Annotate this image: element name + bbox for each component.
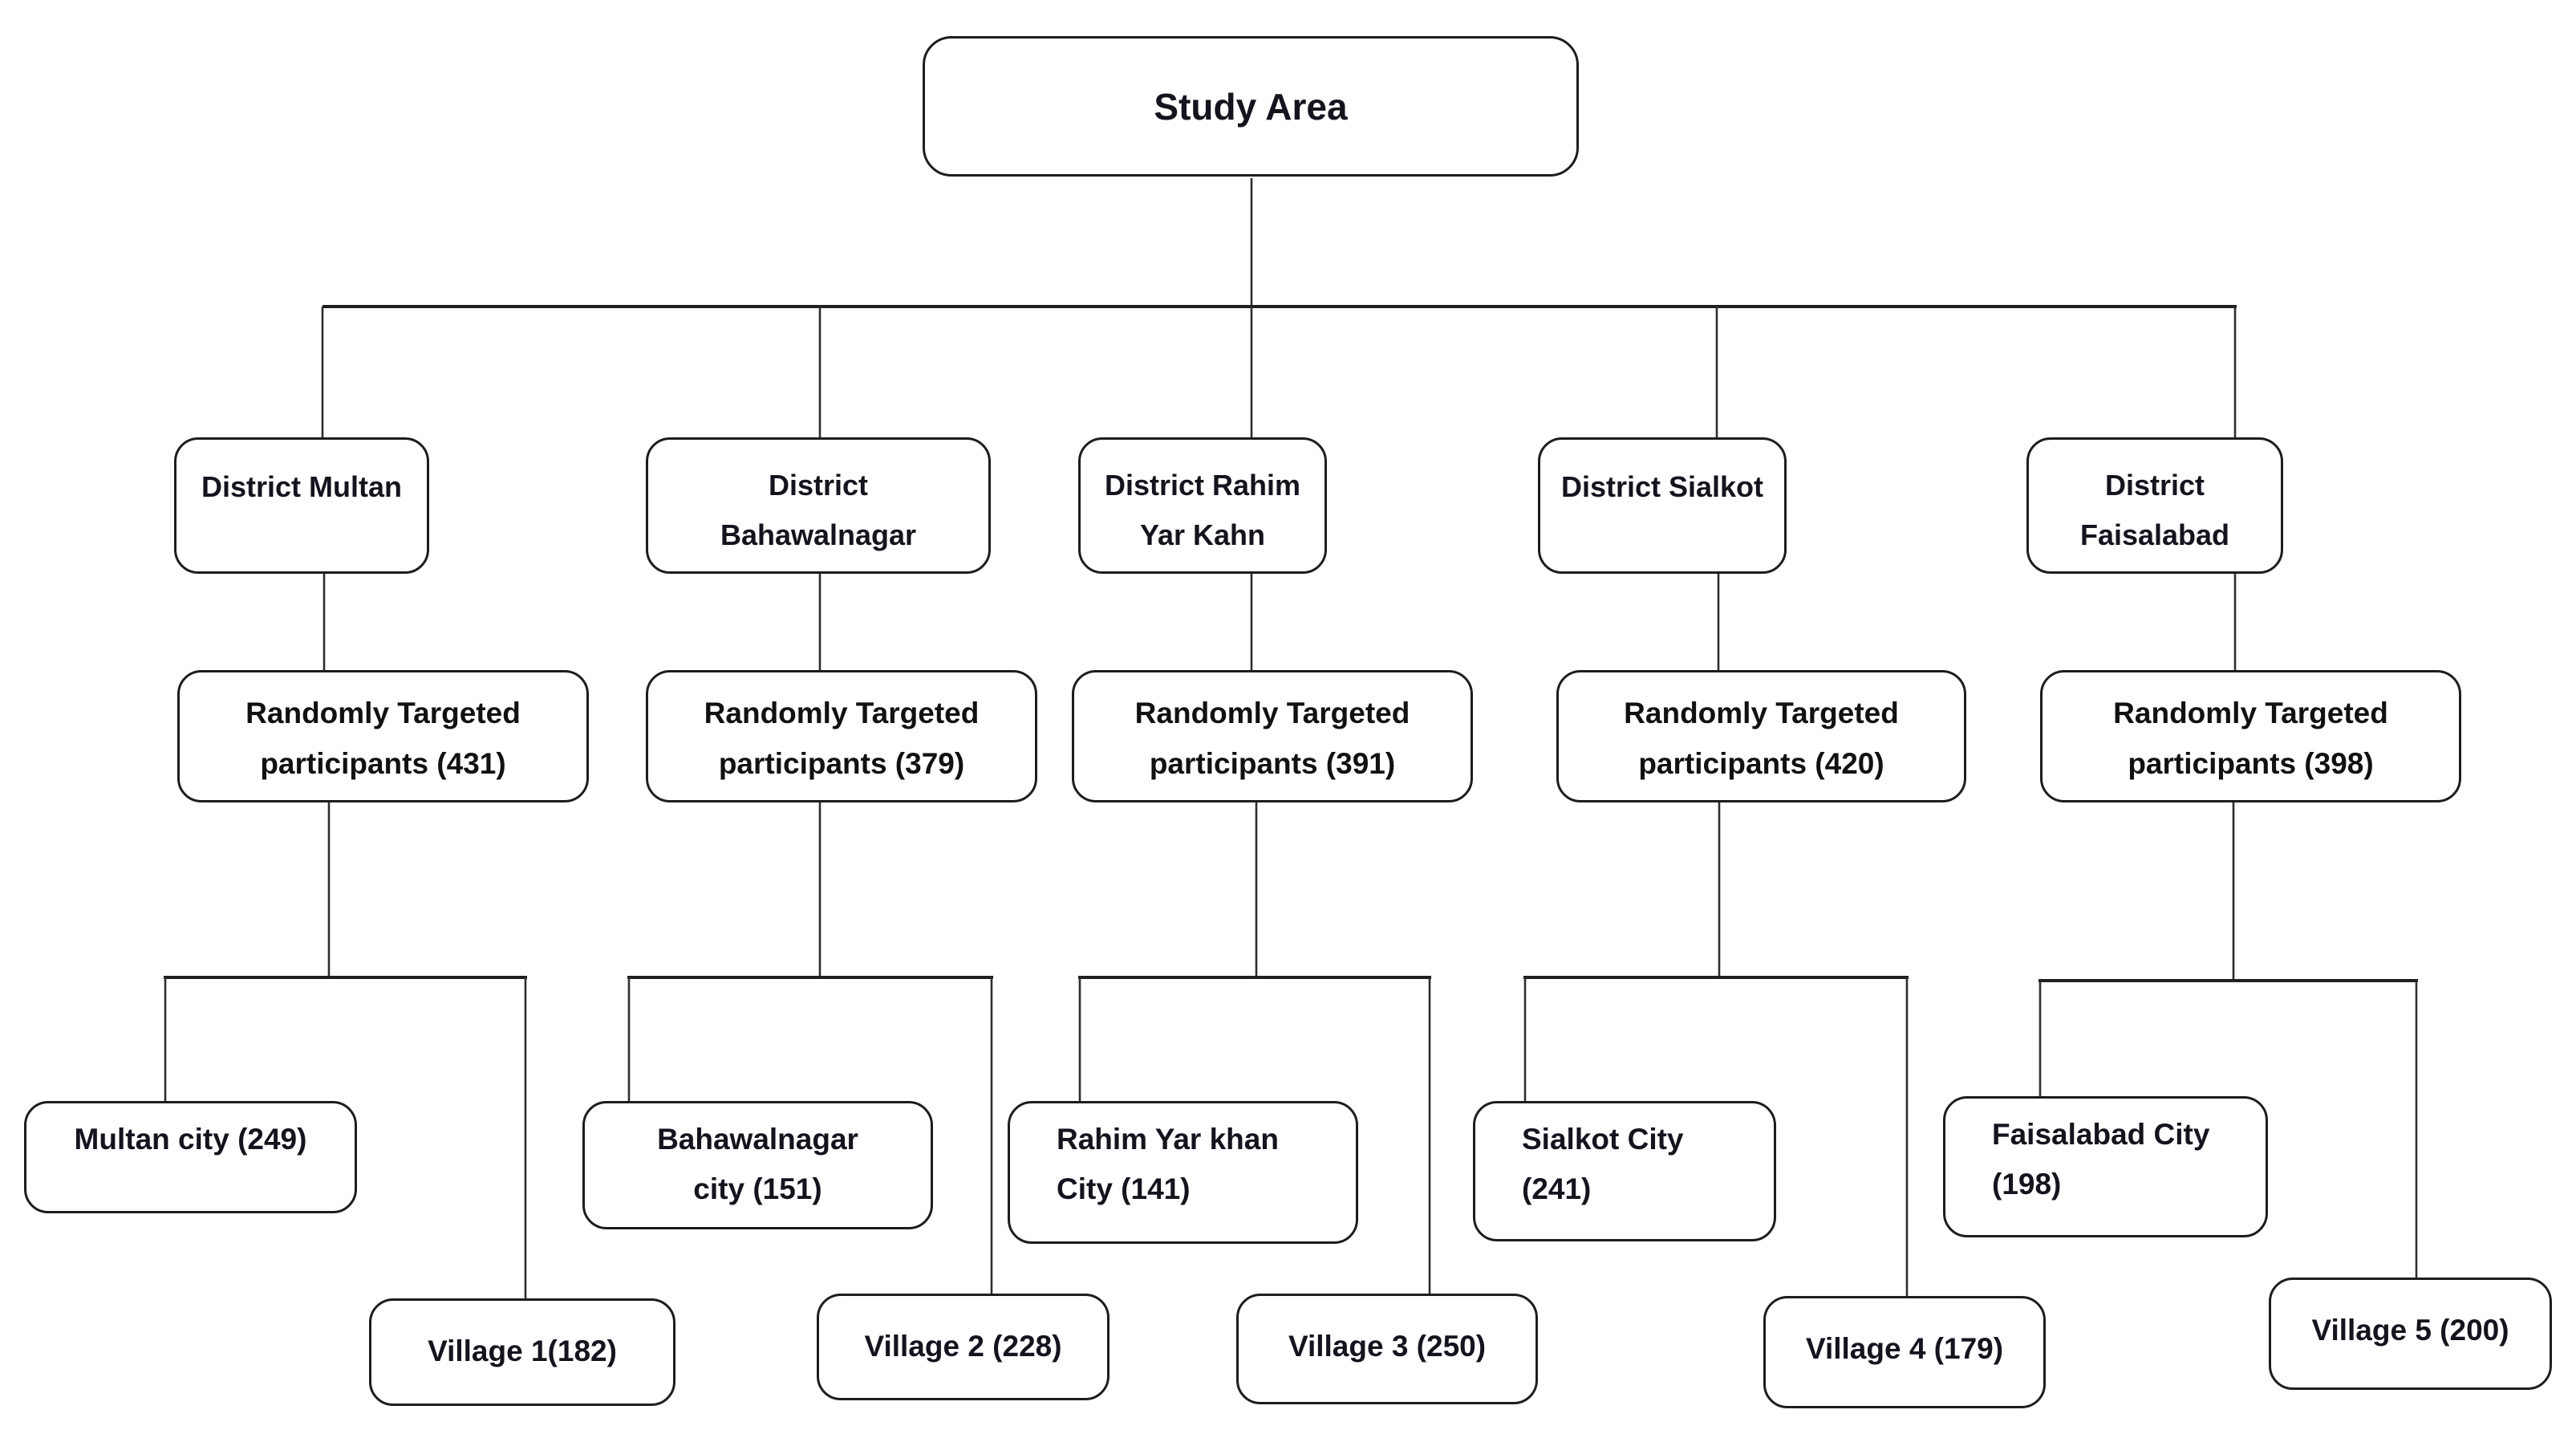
city-label-line1: Sialkot City (1522, 1123, 1684, 1156)
node-district-bahawalnagar: District Bahawalnagar (646, 437, 991, 574)
node-village-4: Village 4 (179) (1763, 1296, 2046, 1408)
participants-label-line1: Randomly Targeted (245, 697, 521, 729)
node-district-faisalabad: District Faisalabad (2026, 437, 2283, 574)
node-village-2: Village 2 (228) (817, 1294, 1110, 1400)
city-drop-lines (164, 977, 2042, 1101)
participants-label-line1: Randomly Targeted (2113, 697, 2388, 729)
node-participants-bahawalnagar: Randomly Targeted participants (379) (646, 670, 1037, 802)
city-label-line1: Bahawalnagar (657, 1123, 858, 1156)
village-label: Village 5 (200) (2311, 1314, 2509, 1347)
district-label-line2: Yar Kahn (1139, 518, 1266, 551)
district-label-line1: District (2104, 469, 2205, 502)
participants-label-line2: participants (420) (1638, 747, 1884, 780)
village-label: Village 2 (228) (864, 1330, 1062, 1363)
village-label: Village 1(182) (428, 1335, 617, 1367)
district-label-line2: Faisalabad (2079, 518, 2230, 551)
node-faisalabad-city: Faisalabad City (198) (1943, 1096, 2268, 1237)
participants-label-line2: participants (398) (2128, 747, 2374, 780)
node-bahawalnagar-city: Bahawalnagar city (151) (582, 1101, 933, 1229)
city-label-line2: City (141) (1057, 1172, 1191, 1205)
city-label-line2: (198) (1992, 1168, 2062, 1200)
district-label-line1: District Rahim (1104, 469, 1301, 502)
node-study-area: Study Area (923, 36, 1579, 177)
district-label-line2: Bahawalnagar (720, 518, 917, 551)
participants-label-line2: participants (379) (718, 747, 965, 780)
participants-label-line1: Randomly Targeted (1624, 697, 1899, 729)
node-village-1: Village 1(182) (369, 1298, 675, 1406)
node-district-sialkot: District Sialkot (1538, 437, 1787, 574)
node-sialkot-city: Sialkot City (241) (1473, 1101, 1776, 1241)
village-label: Village 4 (179) (1805, 1332, 2004, 1365)
node-participants-multan: Randomly Targeted participants (431) (177, 670, 589, 802)
village-label: Village 3 (250) (1288, 1330, 1487, 1363)
district-label: District Sialkot (1560, 470, 1764, 503)
participants-label-line2: participants (391) (1149, 747, 1396, 780)
city-label-line1: Rahim Yar khan (1057, 1123, 1279, 1156)
participants-label-line1: Randomly Targeted (1134, 697, 1410, 729)
city-label-line2: city (151) (693, 1172, 822, 1205)
participants-label-line2: participants (431) (260, 747, 506, 780)
group-split-bars (164, 976, 2418, 982)
participants-label-line1: Randomly Targeted (704, 697, 980, 729)
node-district-rahim-yar-kahn: District Rahim Yar Kahn (1078, 437, 1327, 574)
node-village-3: Village 3 (250) (1236, 1294, 1538, 1404)
district-label: District Multan (201, 470, 402, 503)
node-rahim-yar-khan-city: Rahim Yar khan City (141) (1008, 1101, 1358, 1244)
node-village-5: Village 5 (200) (2269, 1278, 2552, 1390)
district-drop-lines (321, 307, 2237, 439)
node-participants-rahim-yar-kahn: Randomly Targeted participants (391) (1072, 670, 1473, 802)
study-area-label: Study Area (1154, 85, 1348, 128)
district-label-line1: District (768, 469, 869, 502)
city-label: Multan city (249) (74, 1123, 307, 1156)
node-participants-faisalabad: Randomly Targeted participants (398) (2040, 670, 2461, 802)
node-district-multan: District Multan (174, 437, 429, 574)
node-participants-sialkot: Randomly Targeted participants (420) (1556, 670, 1966, 802)
city-label-line2: (241) (1522, 1172, 1592, 1205)
city-label-line1: Faisalabad City (1992, 1118, 2210, 1151)
trunk-connector (323, 178, 2237, 308)
village-drop-lines (524, 977, 2418, 1298)
district-to-participants-lines (323, 572, 2237, 672)
node-multan-city: Multan city (249) (24, 1101, 357, 1213)
participants-split-stubs (327, 801, 2235, 981)
